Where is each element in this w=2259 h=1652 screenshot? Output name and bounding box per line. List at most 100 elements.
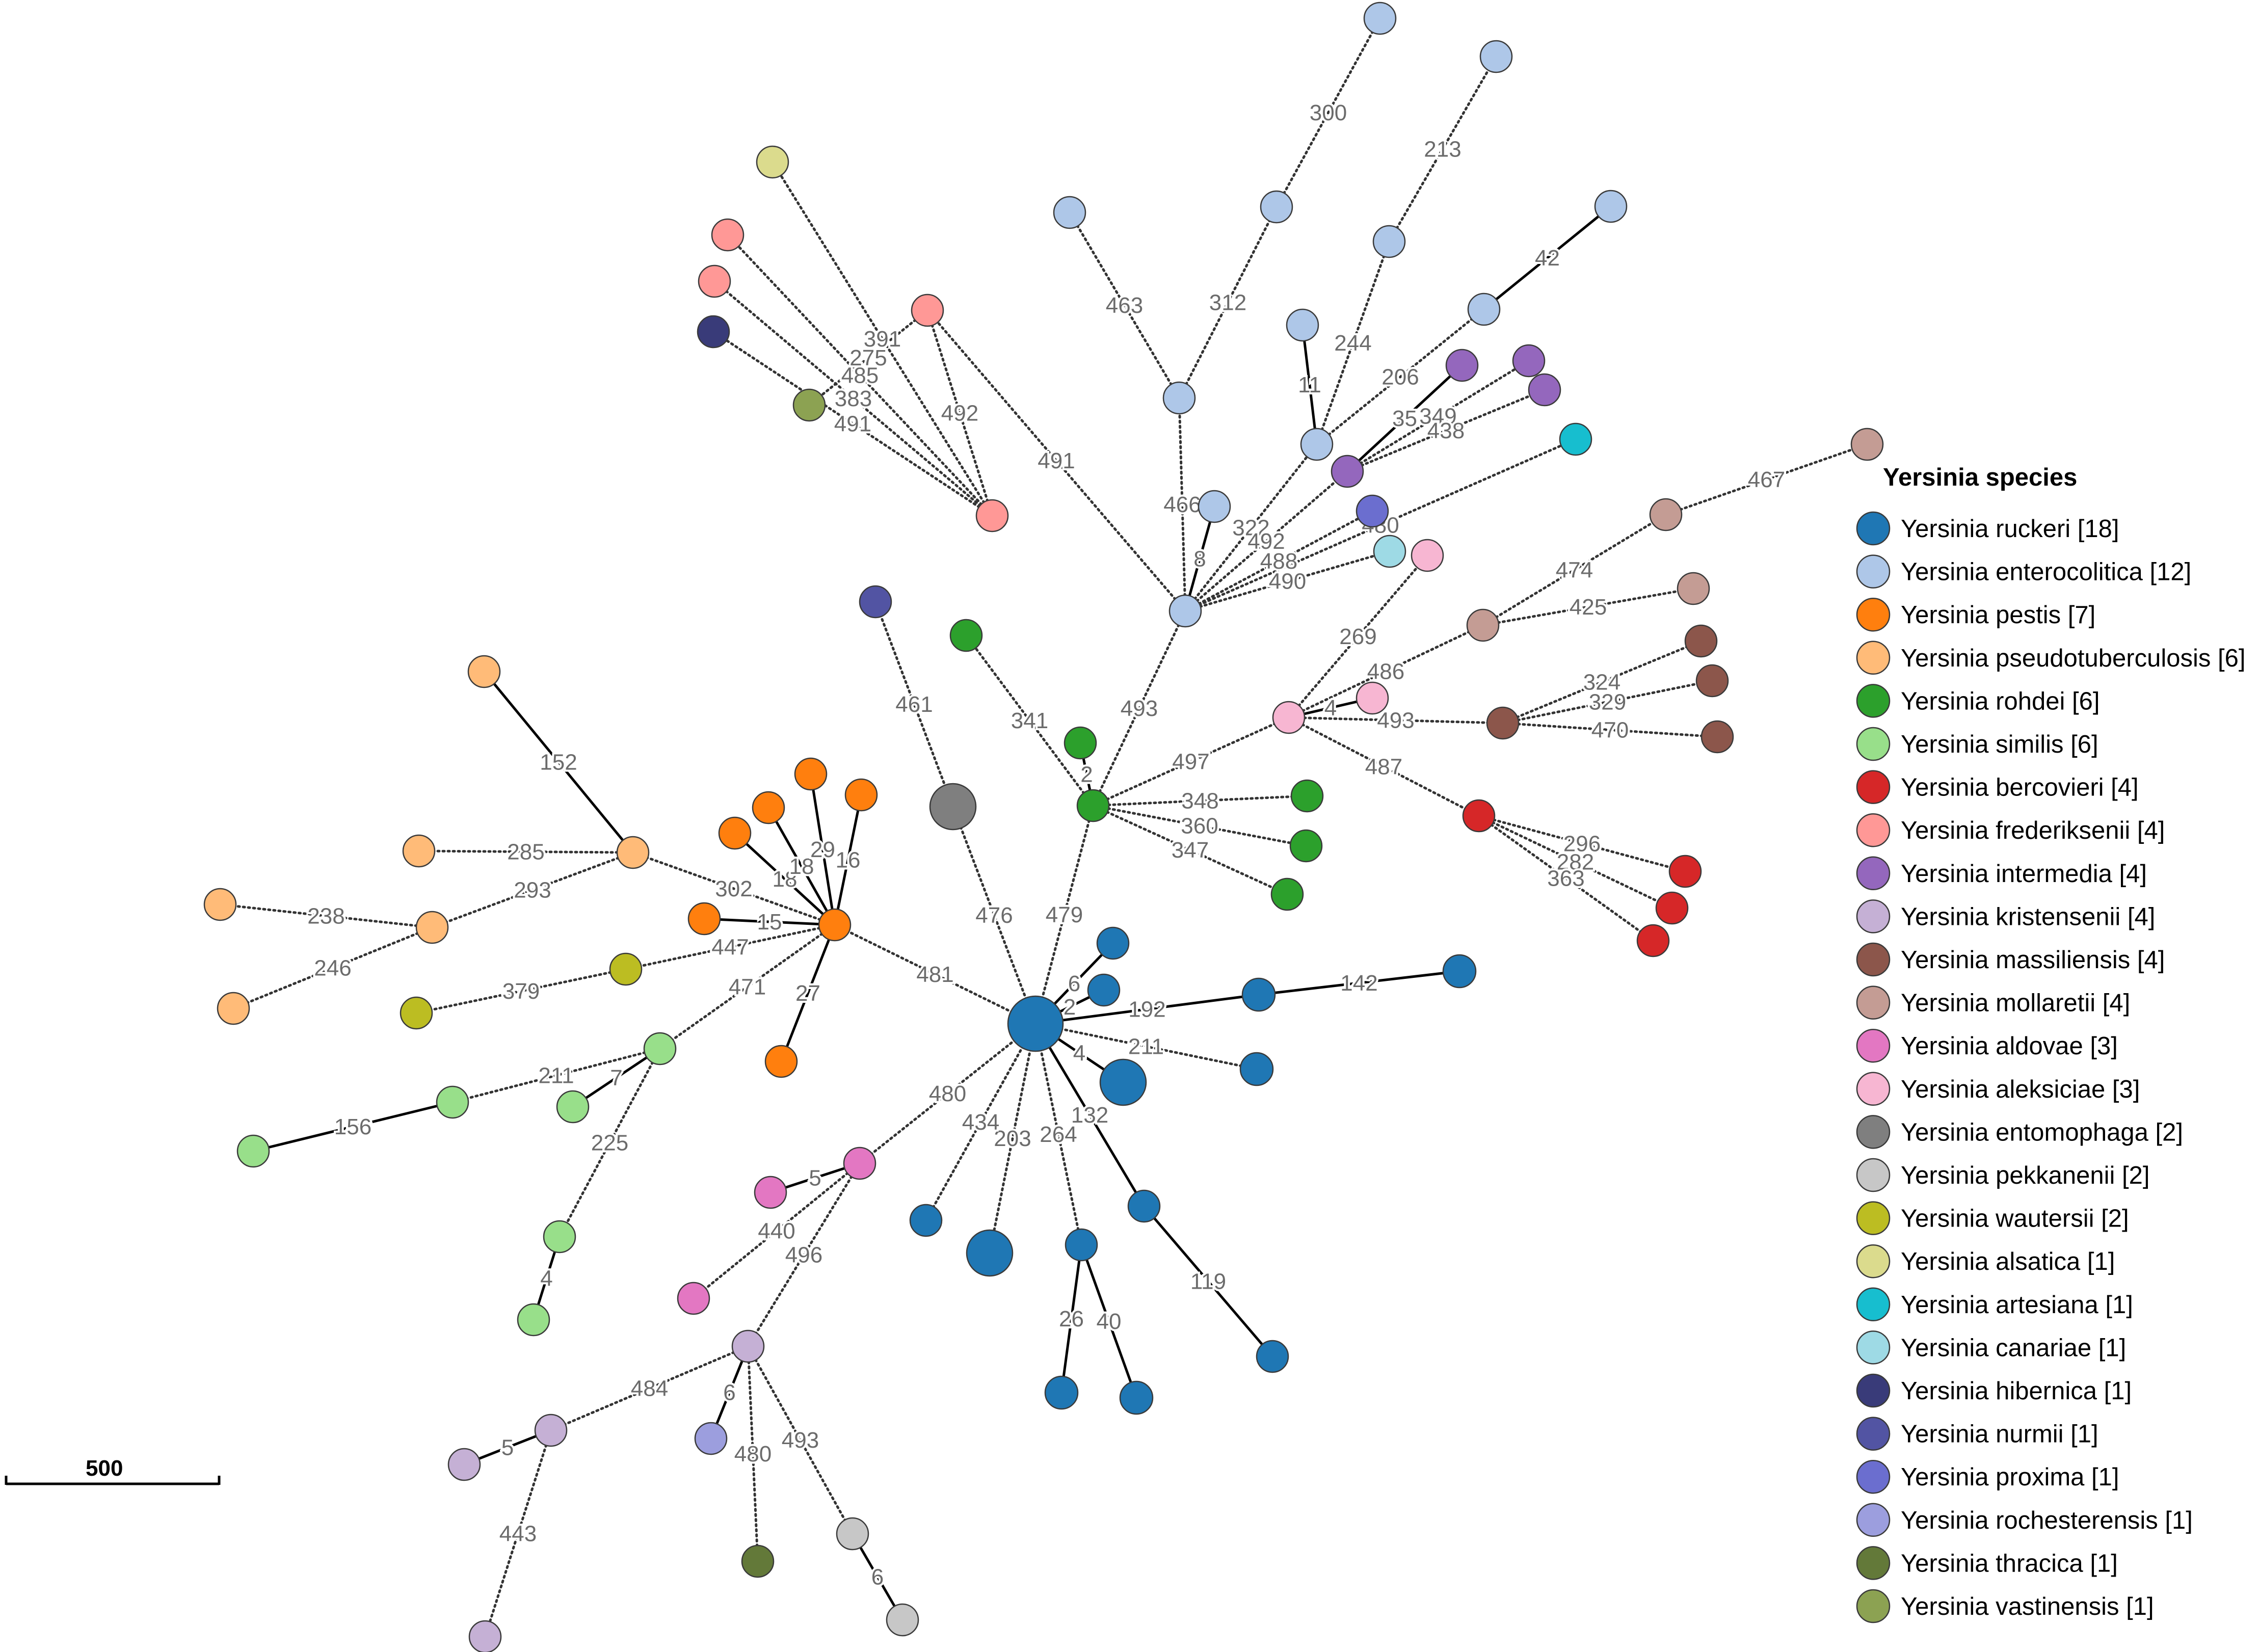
node-E7[interactable] <box>1286 308 1319 342</box>
node-R5[interactable] <box>1239 1052 1274 1086</box>
node-PK0[interactable] <box>836 1517 869 1551</box>
node-HIB[interactable] <box>697 315 730 349</box>
node-E0[interactable] <box>1168 594 1202 628</box>
node-W0[interactable] <box>609 952 643 986</box>
node-A2[interactable] <box>677 1282 710 1315</box>
node-PS2[interactable] <box>402 834 436 868</box>
node-R8[interactable] <box>1256 1340 1289 1373</box>
legend-swatch <box>1856 856 1891 891</box>
node-R1[interactable] <box>1096 926 1130 960</box>
node-RO0[interactable] <box>1076 789 1110 822</box>
node-P2[interactable] <box>718 816 752 850</box>
node-W1[interactable] <box>400 996 433 1030</box>
node-P3[interactable] <box>752 791 785 824</box>
node-S3[interactable] <box>236 1134 270 1168</box>
node-VAS[interactable] <box>792 388 826 422</box>
node-E4[interactable] <box>1363 2 1397 35</box>
node-F1[interactable] <box>975 499 1009 532</box>
node-RO5[interactable] <box>1270 877 1304 911</box>
node-B0[interactable] <box>1462 799 1496 833</box>
node-I0[interactable] <box>1331 455 1364 488</box>
node-M3[interactable] <box>1700 720 1734 754</box>
node-AL2[interactable] <box>1411 539 1444 572</box>
node-NUR[interactable] <box>859 585 892 619</box>
node-P5[interactable] <box>844 778 878 812</box>
node-R12[interactable] <box>966 1229 1014 1277</box>
node-PS4[interactable] <box>203 888 237 921</box>
node-M0[interactable] <box>1486 706 1520 740</box>
node-B2[interactable] <box>1655 891 1689 925</box>
node-R7[interactable] <box>1127 1189 1161 1223</box>
node-S5[interactable] <box>517 1303 550 1337</box>
node-PS0[interactable] <box>616 836 650 869</box>
node-R9[interactable] <box>1065 1228 1098 1262</box>
node-PS3[interactable] <box>415 911 449 944</box>
node-MO0[interactable] <box>1466 608 1500 642</box>
node-MO1[interactable] <box>1649 498 1683 531</box>
node-E1[interactable] <box>1162 381 1196 415</box>
node-M2[interactable] <box>1695 664 1729 698</box>
node-PK1[interactable] <box>886 1603 919 1637</box>
node-R0[interactable] <box>1007 995 1064 1052</box>
node-PS1[interactable] <box>467 655 501 688</box>
node-R4[interactable] <box>1442 954 1477 989</box>
node-E10[interactable] <box>1467 292 1501 326</box>
node-E2[interactable] <box>1053 196 1086 229</box>
node-S4[interactable] <box>543 1220 576 1254</box>
node-P0[interactable] <box>818 908 852 942</box>
node-M1[interactable] <box>1684 624 1718 658</box>
node-CAN[interactable] <box>1373 535 1406 568</box>
node-K1[interactable] <box>534 1414 568 1447</box>
node-R2[interactable] <box>1087 973 1121 1007</box>
edge-S0-S1 <box>572 1047 661 1108</box>
node-K0[interactable] <box>731 1329 765 1363</box>
node-F3[interactable] <box>711 218 745 252</box>
edge-label: 434 <box>962 1110 999 1135</box>
node-THR[interactable] <box>741 1544 775 1578</box>
node-ALS[interactable] <box>756 145 789 179</box>
node-MO2[interactable] <box>1850 428 1884 461</box>
node-EN0[interactable] <box>929 783 977 831</box>
node-RO4[interactable] <box>1289 829 1323 863</box>
node-F2[interactable] <box>698 264 731 298</box>
node-B3[interactable] <box>1636 924 1670 957</box>
edge-E6-E10 <box>1315 308 1485 446</box>
node-S0[interactable] <box>643 1032 677 1065</box>
node-R3[interactable] <box>1241 977 1276 1012</box>
node-P6[interactable] <box>764 1045 798 1078</box>
node-AL0[interactable] <box>1272 701 1306 734</box>
node-A1[interactable] <box>754 1176 787 1209</box>
node-I2[interactable] <box>1512 344 1546 378</box>
node-F0[interactable] <box>911 294 944 327</box>
node-K3[interactable] <box>468 1620 502 1652</box>
node-E9[interactable] <box>1479 40 1513 73</box>
node-AL1[interactable] <box>1356 681 1389 715</box>
node-ROC[interactable] <box>694 1422 728 1455</box>
node-I1[interactable] <box>1445 349 1479 382</box>
node-S1[interactable] <box>556 1090 590 1124</box>
node-R11[interactable] <box>1119 1380 1154 1415</box>
node-E5[interactable] <box>1198 490 1231 523</box>
node-E3[interactable] <box>1260 190 1293 224</box>
node-P1[interactable] <box>687 902 721 936</box>
node-R10[interactable] <box>1044 1375 1079 1410</box>
node-P4[interactable] <box>794 757 828 791</box>
node-RO3[interactable] <box>1290 779 1324 813</box>
node-R13[interactable] <box>909 1204 943 1237</box>
node-MO3[interactable] <box>1677 572 1710 605</box>
node-R6[interactable] <box>1099 1058 1147 1106</box>
node-B1[interactable] <box>1668 855 1702 888</box>
edge-M0-M2 <box>1501 679 1714 725</box>
node-E11[interactable] <box>1594 190 1628 223</box>
node-E8[interactable] <box>1372 225 1406 258</box>
node-PRO[interactable] <box>1356 494 1389 528</box>
node-K2[interactable] <box>447 1448 481 1481</box>
node-ART[interactable] <box>1559 422 1592 456</box>
node-RO1[interactable] <box>1064 726 1097 760</box>
node-A0[interactable] <box>843 1147 876 1180</box>
node-S2[interactable] <box>436 1085 469 1119</box>
node-RO2[interactable] <box>949 619 983 652</box>
node-PS5[interactable] <box>217 992 250 1025</box>
node-E6[interactable] <box>1300 428 1334 461</box>
node-I3[interactable] <box>1528 373 1561 407</box>
